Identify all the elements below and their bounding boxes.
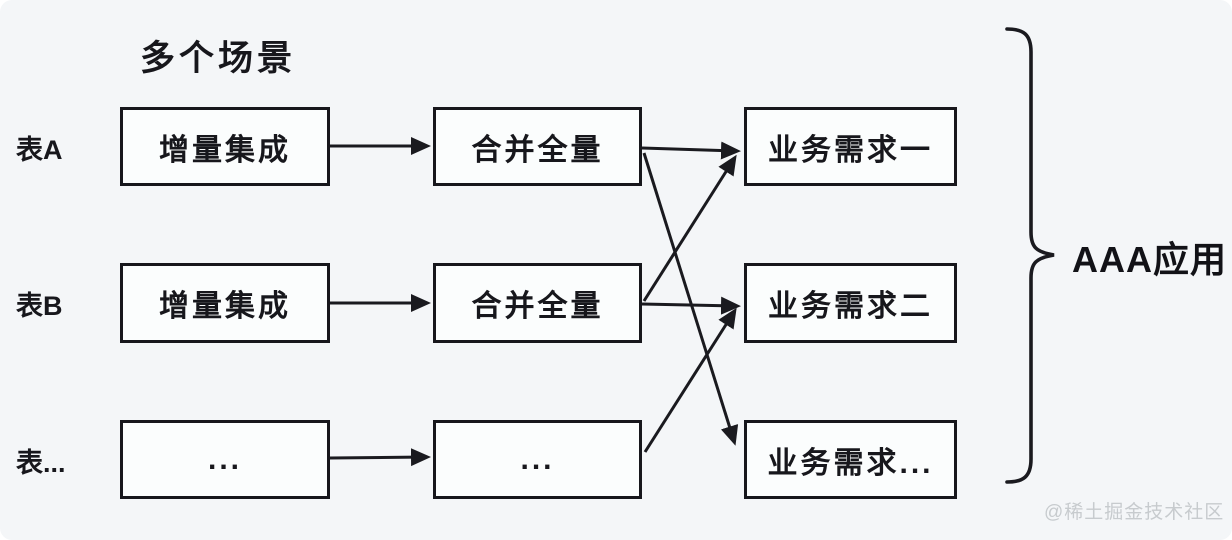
- right-curly-brace: [1005, 27, 1055, 484]
- box-table-dots-stage1: ...: [120, 420, 330, 499]
- brace-label-aaa-application: AAA应用: [1072, 239, 1227, 280]
- box-table-a-merge-full: 合并全量: [433, 107, 642, 186]
- box-table-a-incremental-integration: 增量集成: [120, 107, 330, 186]
- edge-tableDots-merge-to-businessNeed2: [643, 307, 737, 453]
- row-label-table-b: 表B: [16, 291, 63, 321]
- box-business-need-1: 业务需求一: [744, 107, 957, 186]
- box-table-dots-stage2: ...: [433, 420, 642, 499]
- edge-tableDots-incremental-to-tableDots-merge: [329, 448, 431, 467]
- diagram-title: 多个场景: [140, 39, 297, 78]
- row-label-table-a: 表A: [16, 135, 63, 165]
- box-table-b-merge-full: 合并全量: [433, 263, 642, 343]
- edge-tableA-merge-to-businessNeed1: [641, 141, 741, 160]
- row-label-table-dots: 表...: [16, 448, 66, 478]
- box-business-need-2: 业务需求二: [744, 263, 957, 343]
- box-business-need-dots: 业务需求...: [744, 420, 957, 499]
- edge-tableA-merge-to-businessNeedDots: [642, 152, 739, 446]
- edge-tableB-merge-to-businessNeed1: [642, 154, 737, 302]
- juejin-watermark: @稀土掘金技术社区: [1044, 502, 1225, 523]
- edge-tableB-merge-to-businessNeed2: [641, 296, 741, 315]
- box-table-b-incremental-integration: 增量集成: [120, 263, 330, 343]
